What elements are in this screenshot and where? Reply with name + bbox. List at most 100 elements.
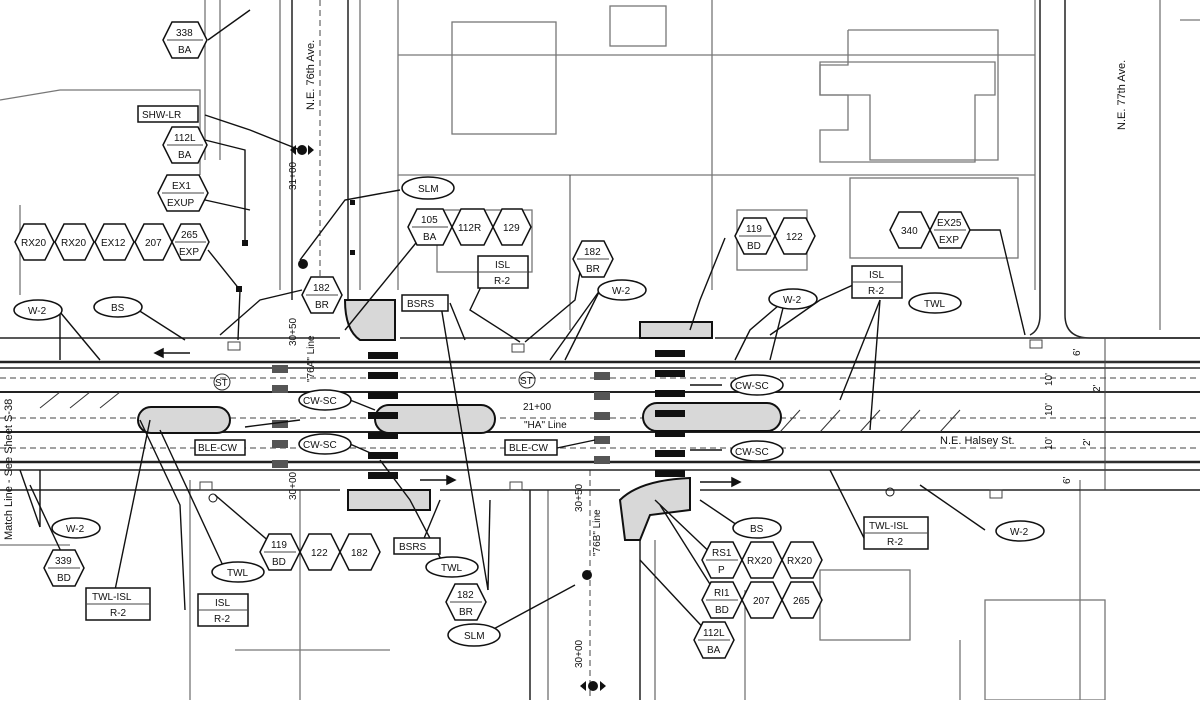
svg-text:P: P <box>718 565 725 576</box>
island-ne <box>639 321 713 339</box>
callout-ble-cw-center: BLE-CW <box>504 439 558 456</box>
svg-text:BD: BD <box>715 605 729 616</box>
svg-text:207: 207 <box>753 596 770 607</box>
svg-text:TWL: TWL <box>924 299 946 310</box>
callout-rs1-group: RS1 P RX20 RX20 <box>701 541 823 579</box>
svg-text:BA: BA <box>178 45 192 56</box>
svg-text:119: 119 <box>271 540 287 551</box>
svg-text:EX1: EX1 <box>172 181 191 192</box>
svg-text:BR: BR <box>315 300 329 311</box>
dim-6-south: 6' <box>1062 476 1073 484</box>
svg-text:R-2: R-2 <box>868 286 885 297</box>
ne-77th-ave <box>1029 0 1200 339</box>
svg-text:TWL: TWL <box>441 563 463 574</box>
callout-cwsc-nw: CW-SC <box>298 389 352 411</box>
callout-w2-north: W-2 <box>597 279 647 301</box>
svg-text:ISL: ISL <box>495 260 510 271</box>
st-label-center: ST <box>520 376 533 387</box>
island-sw <box>347 489 431 511</box>
svg-text:CW-SC: CW-SC <box>735 381 769 392</box>
curb-ramp-nw <box>343 299 396 341</box>
svg-text:CW-SC: CW-SC <box>303 396 337 407</box>
storm-manholes: ST ST <box>213 371 536 391</box>
callout-row-rx20: RX20 RX20 EX12 207 265 EXP <box>14 223 210 261</box>
svg-text:182: 182 <box>457 590 474 601</box>
svg-text:122: 122 <box>786 232 803 243</box>
svg-text:RX20: RX20 <box>61 238 86 249</box>
station-30-00-north: 30+00 <box>288 471 299 500</box>
station-21-00: 21+00 <box>523 402 552 413</box>
callout-cwsc-se: CW-SC <box>730 440 784 462</box>
svg-text:RS1: RS1 <box>712 548 732 559</box>
callout-cwsc-ne: CW-SC <box>730 374 784 396</box>
callout-182-br-north: 182 BR <box>572 240 614 278</box>
svg-text:EXP: EXP <box>939 235 959 246</box>
svg-text:W-2: W-2 <box>783 295 802 306</box>
callout-119-bd-south: 119 BD 122 182 <box>259 533 381 571</box>
svg-text:112L: 112L <box>703 628 725 639</box>
svg-text:R-2: R-2 <box>214 614 231 625</box>
dim-10-a: 10' <box>1044 373 1055 386</box>
callout-182-br-nw: 182 BR <box>301 276 343 314</box>
line-ha-label: "HA" Line <box>524 420 567 431</box>
callout-ble-cw-west: BLE-CW <box>194 439 246 456</box>
station-30-50-south: 30+50 <box>574 483 585 512</box>
svg-text:RX20: RX20 <box>21 238 46 249</box>
catch-basin-icon <box>199 339 1043 499</box>
svg-text:265: 265 <box>181 230 198 241</box>
dim-6-north: 6' <box>1072 348 1083 356</box>
svg-text:SHW-LR: SHW-LR <box>142 110 181 121</box>
callout-shw-lr: SHW-LR <box>137 105 199 123</box>
crosswalks <box>272 350 685 479</box>
svg-text:R-2: R-2 <box>887 537 904 548</box>
svg-text:119: 119 <box>746 224 762 235</box>
callout-ri1-group: RI1 BD 207 265 <box>701 581 823 619</box>
svg-text:CW-SC: CW-SC <box>735 447 769 458</box>
svg-text:265: 265 <box>793 596 810 607</box>
svg-text:338: 338 <box>176 28 193 39</box>
svg-text:EX25: EX25 <box>937 218 962 229</box>
sign-post-icon <box>208 200 895 503</box>
callout-twl-sw: TWL <box>211 561 265 583</box>
street-label-ne-77th: N.E. 77th Ave. <box>1116 60 1128 130</box>
svg-text:112L: 112L <box>174 133 196 144</box>
callout-isl-r2-north: ISL R-2 <box>477 255 529 289</box>
dim-2-a: 2' <box>1092 384 1103 392</box>
callout-182-br-south: 182 BR <box>445 583 487 621</box>
svg-text:BA: BA <box>178 150 192 161</box>
line-76a-label: "76A" Line <box>306 335 317 382</box>
svg-text:CW-SC: CW-SC <box>303 440 337 451</box>
sign-callouts: 338 BA SHW-LR 112L BA EX1 EXUP RX20 RX20… <box>13 21 1045 659</box>
svg-text:182: 182 <box>584 247 601 258</box>
station-31-00: 31+00 <box>288 161 299 190</box>
svg-text:ISL: ISL <box>869 270 884 281</box>
median-west <box>137 406 231 434</box>
svg-text:BS: BS <box>111 303 125 314</box>
dim-10-c: 10' <box>1044 437 1055 450</box>
line-76b-label: "76B" Line <box>592 509 603 556</box>
svg-text:339: 339 <box>55 556 72 567</box>
svg-text:W-2: W-2 <box>28 306 47 317</box>
st-label-west: ST <box>215 378 228 389</box>
callout-twl-ne: TWL <box>908 292 962 314</box>
callout-340-ex25: 340 EX25 EXP <box>889 211 971 249</box>
station-30-50-north: 30+50 <box>288 317 299 346</box>
callout-339-bd: 339 BD <box>43 549 85 587</box>
svg-text:SLM: SLM <box>464 631 485 642</box>
svg-text:BR: BR <box>459 607 473 618</box>
svg-text:R-2: R-2 <box>110 608 127 619</box>
svg-text:207: 207 <box>145 238 162 249</box>
callout-112l-ba-south: 112L BA <box>693 621 735 659</box>
callout-isl-r2-sw: ISL R-2 <box>197 593 249 627</box>
callout-w2-sw: W-2 <box>51 517 101 539</box>
svg-text:122: 122 <box>311 548 328 559</box>
match-line-label: Match Line - See Sheet S-38 <box>3 399 15 540</box>
callout-112l-ba: 112L BA <box>162 126 208 164</box>
svg-text:EXUP: EXUP <box>167 198 195 209</box>
svg-text:BS: BS <box>750 524 764 535</box>
svg-text:105: 105 <box>421 215 438 226</box>
svg-text:340: 340 <box>901 226 918 237</box>
